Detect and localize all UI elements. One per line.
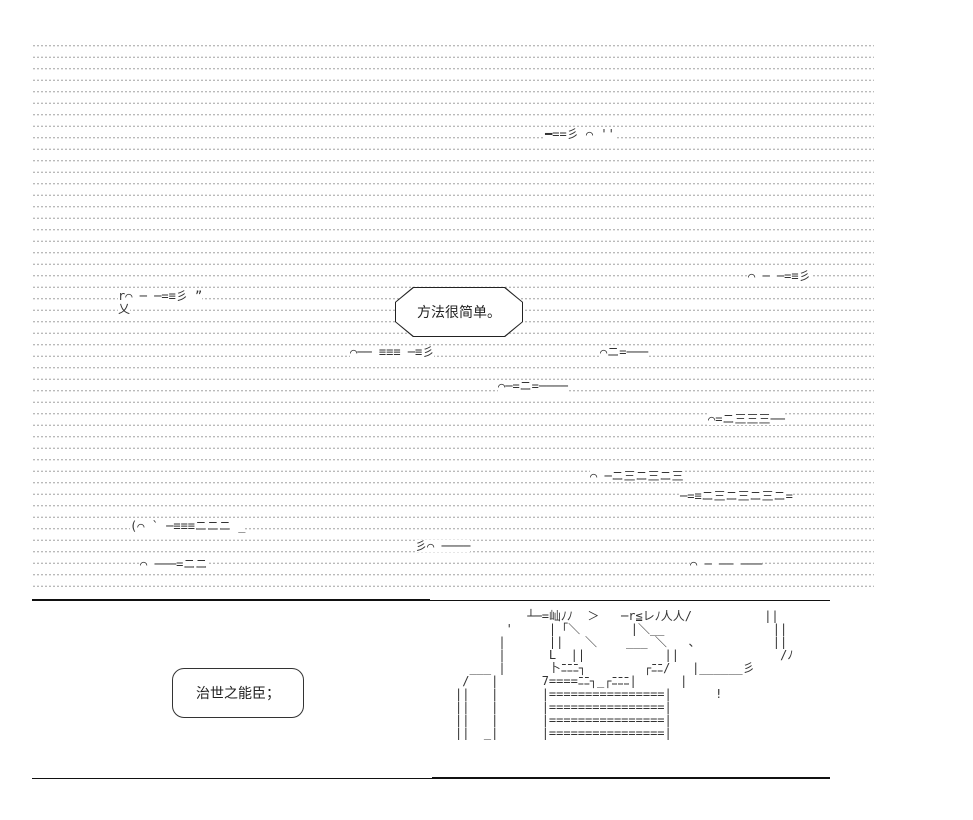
art-line: || | |================| [455,700,672,714]
art-line: || | |================| [455,713,672,727]
swirl-art: ⌒ニ=─── [600,345,649,359]
swirl-art: r⌒ ─ ─=≡彡 ” [118,289,203,303]
art-line: ' |「＼ |＼__ || [455,622,788,636]
art-line: | || ＼ ___ ＼ 、 || [455,635,788,649]
swirl-art: ─=≡ニ三ニ三ニ三ニ= [680,489,793,503]
art-line: || | |================| ! [455,687,723,701]
divider [32,599,430,601]
swirl-art: 彡⌒ ──── [415,539,471,553]
swirl-art: ⌒── ≡≡≡ ─≡彡 [350,345,435,359]
swirl-art: ━==彡 ⌒ '' [545,127,615,141]
swirl-art: ⌒ ───=ニニ [140,557,208,571]
divider [432,777,830,779]
art-line: || _| |================| [455,726,672,740]
swirl-art: ⌒ ─ ── ─── [690,557,763,571]
swirl-art: ⌒ ─ ─=≡彡 [748,269,811,283]
swirl-art: ⌒ ─ニ三ニ三ニ三 [590,469,684,483]
divider [32,778,432,779]
speech-bubble-top: 方法很简单。 [395,287,523,337]
swirl-art: ⌒─=ニ=──── [498,379,568,393]
speech-text: 治世之能臣； [196,686,280,702]
swirl-art: ⌒=ニ三三三── [708,412,785,426]
art-line: / | 7====ﾆﾆ┐_┌ﾆﾆﾆ| | [455,674,688,688]
swirl-art: (⌒ ` ─≡≡≡ニニニ _ [130,519,246,533]
art-line: | L || || /ﾉ [455,648,794,662]
art-line: ┴─=屾ﾉﾉ ＞ ─r≦レﾉ人人/ || [455,609,779,623]
divider [430,600,830,601]
art-line: ___ | 卜ﾆﾆﾆ┐ ┌ﾆﾆ/ |______彡 [455,661,755,675]
swirl-art: 乂 [118,302,131,316]
speech-text: 方法很简单。 [396,288,522,336]
building-art: ┴─=屾ﾉﾉ ＞ ─r≦レﾉ人人/ || ' |「＼ |＼__ || | || … [455,610,793,740]
speech-bubble-bottom: 治世之能臣； [172,668,304,718]
